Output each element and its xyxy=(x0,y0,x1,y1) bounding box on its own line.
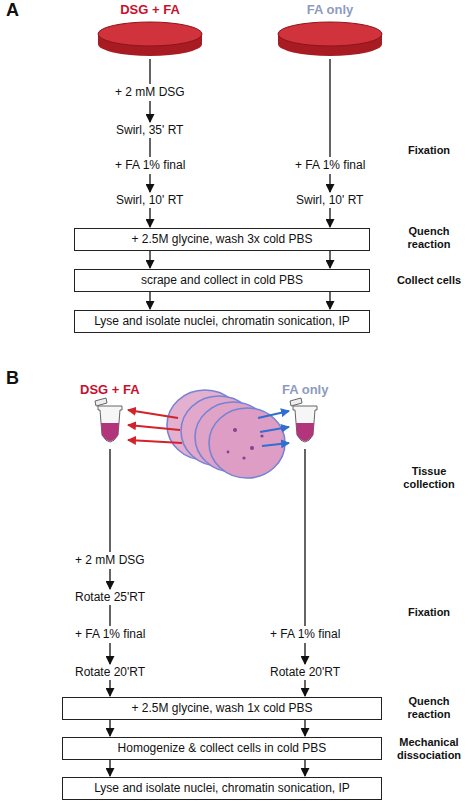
tube-content xyxy=(296,423,314,441)
flow-arrow xyxy=(329,251,330,268)
step-label: + 2.5M glycine, wash 3x cold PBS xyxy=(85,232,359,247)
process-box: scrape and collect in cold PBS xyxy=(74,269,370,292)
tissue-section xyxy=(209,408,285,478)
reagent-label: + FA 1% final xyxy=(292,157,368,174)
flow-arrow xyxy=(109,720,110,736)
dish-top xyxy=(98,22,202,46)
process-box: + 2.5M glycine, wash 1x cold PBS xyxy=(62,697,382,720)
flow-arrow xyxy=(149,292,150,309)
sample-tube: DSG + FA xyxy=(80,382,140,449)
condition-title: DSG + FA xyxy=(80,382,140,397)
red-arrow xyxy=(128,440,182,443)
flow-arrow xyxy=(149,208,150,227)
tissue-texture xyxy=(250,446,254,450)
process-box: Lyse and isolate nuclei, chromatin sonic… xyxy=(62,777,382,800)
step-text: Rotate 20'RT xyxy=(73,665,147,680)
step-text: Rotate 25'RT xyxy=(73,590,147,605)
tissue-texture xyxy=(227,451,230,454)
red-arrow xyxy=(128,425,180,430)
step-label: Swirl, 10' RT xyxy=(296,193,363,208)
step-text: Swirl, 10' RT xyxy=(114,193,185,208)
flow-arrow xyxy=(149,251,150,268)
blue-arrow xyxy=(262,443,289,446)
tube-body xyxy=(98,406,122,442)
blue-arrow xyxy=(260,427,289,432)
step-label: scrape and collect in cold PBS xyxy=(85,273,359,288)
condition-title: FA only xyxy=(275,2,385,17)
red-arrows xyxy=(128,410,182,443)
dish-top xyxy=(278,22,382,46)
step-label: Rotate 20'RT xyxy=(75,665,145,680)
tissue-sections xyxy=(167,390,285,478)
reagent-label: + FA 1% final xyxy=(72,626,148,643)
step-label: Rotate 20'RT xyxy=(270,665,340,680)
step-text: Swirl, 10' RT xyxy=(294,193,365,208)
step-label: + 2.5M glycine, wash 1x cold PBS xyxy=(73,701,371,716)
dish-icon xyxy=(95,17,205,59)
tube-body xyxy=(293,406,317,442)
stage-label: Collect cells xyxy=(386,274,472,287)
reagent-label: + 2 mM DSG xyxy=(112,84,188,101)
stage-label: Mechanical dissociation xyxy=(386,736,472,762)
stage-label: Tissue collection xyxy=(386,465,472,491)
reagent-label: + FA 1% final xyxy=(112,157,188,174)
blue-arrow xyxy=(258,411,289,418)
process-box: Homogenize & collect cells in cold PBS xyxy=(62,737,382,760)
flow-arrow xyxy=(329,292,330,309)
reagent-label: + FA 1% final xyxy=(267,626,343,643)
step-label: Lyse and isolate nuclei, chromatin sonic… xyxy=(73,781,371,796)
tube-icon xyxy=(90,397,130,449)
stage-label: Fixation xyxy=(386,144,472,157)
tissue-texture xyxy=(233,428,237,432)
flow-arrow xyxy=(304,720,305,736)
step-text: Swirl, 35' RT xyxy=(114,123,185,138)
panel-letter: B xyxy=(6,368,19,388)
dish-icon xyxy=(275,17,385,59)
panel-letter: A xyxy=(6,0,19,20)
stage-label: Quench reaction xyxy=(386,695,472,721)
stage-label: Fixation xyxy=(386,606,472,619)
tissue-texture xyxy=(260,434,263,437)
flow-arrow xyxy=(304,680,305,696)
tube-content xyxy=(101,423,119,441)
flow-arrow xyxy=(109,760,110,776)
tube-icon xyxy=(285,397,325,449)
step-label: Swirl, 35' RT xyxy=(116,123,183,138)
flow-arrow xyxy=(329,208,330,227)
step-label: Swirl, 10' RT xyxy=(116,193,183,208)
condition-title: FA only xyxy=(282,382,328,397)
step-label: Rotate 25'RT xyxy=(75,590,145,605)
flow-arrow xyxy=(109,680,110,696)
culture-dish: FA only xyxy=(275,2,385,59)
sample-tube: FA only xyxy=(282,382,328,449)
flow-arrow xyxy=(304,760,305,776)
culture-dish: DSG + FA xyxy=(95,2,205,59)
tube-lid xyxy=(95,398,107,406)
step-label: Homogenize & collect cells in cold PBS xyxy=(73,741,371,756)
blue-arrows xyxy=(258,411,289,446)
stage-label: Quench reaction xyxy=(386,225,472,251)
tissue-texture xyxy=(242,456,245,459)
step-label: Lyse and isolate nuclei, chromatin sonic… xyxy=(85,314,359,329)
process-box: + 2.5M glycine, wash 3x cold PBS xyxy=(74,228,370,251)
condition-title: DSG + FA xyxy=(95,2,205,17)
reagent-label: + 2 mM DSG xyxy=(72,552,148,569)
step-text: Rotate 20'RT xyxy=(268,665,342,680)
red-arrow xyxy=(128,410,178,418)
tube-lid xyxy=(290,398,302,406)
process-box: Lyse and isolate nuclei, chromatin sonic… xyxy=(74,310,370,333)
